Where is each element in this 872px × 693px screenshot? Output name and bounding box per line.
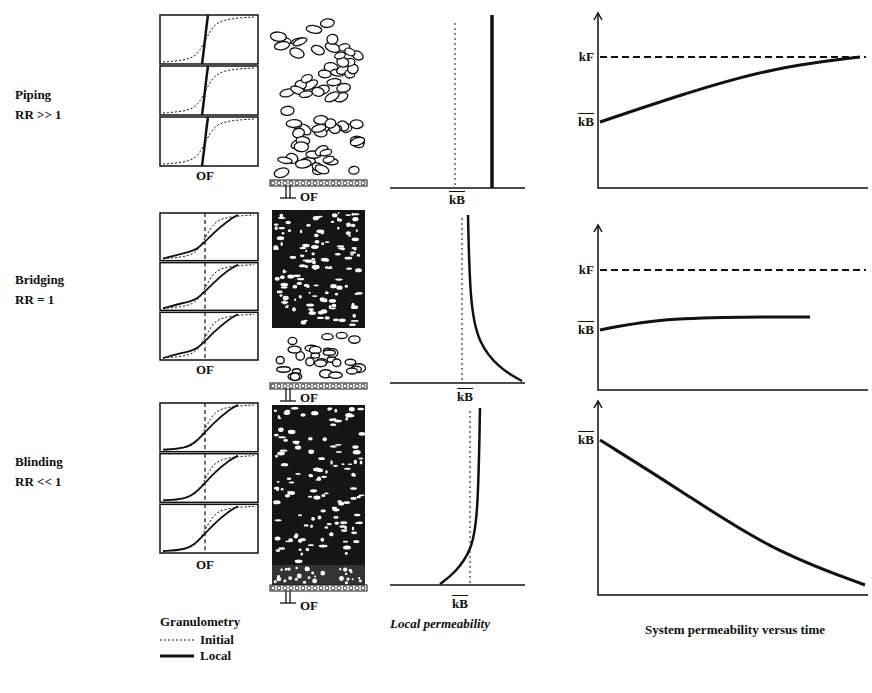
of-line — [204, 213, 205, 261]
legend-text: Initial — [200, 633, 234, 648]
label: System permeability versus time — [640, 623, 830, 638]
row-figure — [160, 13, 868, 198]
local-curve — [202, 15, 208, 64]
initial-curve — [163, 68, 254, 113]
local-curve — [202, 117, 208, 166]
label: kB — [578, 115, 594, 130]
label: OF — [196, 363, 214, 378]
local-curve — [163, 405, 238, 450]
flow-arrow — [280, 400, 296, 401]
of-line — [204, 454, 205, 503]
label: Granulometry — [160, 615, 240, 630]
legend-sample — [160, 639, 194, 640]
granulometry-box — [160, 454, 258, 503]
label: kF — [579, 263, 594, 278]
label: RR << 1 — [15, 475, 62, 490]
local-permeability-curve — [490, 15, 494, 188]
of-line — [204, 403, 205, 452]
initial-curve — [163, 405, 254, 450]
label: RR >> 1 — [15, 108, 62, 123]
granulometry-box — [160, 117, 258, 166]
label: kB — [578, 323, 594, 338]
flow-arrow — [289, 186, 290, 198]
flow-arrow — [280, 197, 296, 198]
label: kB — [578, 433, 594, 448]
of-line — [204, 263, 205, 311]
label: kB — [449, 193, 465, 208]
label: kB — [457, 390, 473, 405]
label: OF — [300, 391, 318, 406]
initial-curve — [163, 17, 254, 62]
axis-arrow — [594, 13, 602, 20]
axis-arrow — [594, 401, 602, 408]
flow-arrow — [280, 602, 296, 603]
axis — [598, 225, 868, 390]
kf-line — [600, 269, 866, 271]
initial-curve — [163, 314, 254, 358]
row-figure — [160, 401, 868, 603]
label: RR = 1 — [15, 293, 54, 308]
label: OF — [300, 190, 318, 205]
legend-sample — [160, 655, 194, 658]
initial-curve — [163, 265, 254, 309]
local-curve — [163, 506, 238, 551]
local-curve — [163, 314, 238, 358]
axis — [390, 382, 525, 384]
axis — [390, 187, 525, 189]
axis — [598, 401, 868, 595]
label: OF — [196, 169, 214, 184]
granulometry-box — [160, 403, 258, 452]
granulometry-box — [160, 504, 258, 553]
soil-column — [270, 210, 367, 389]
initial-curve — [163, 456, 254, 501]
initial-curve — [163, 119, 254, 164]
local-curve — [163, 456, 238, 501]
flow-arrow — [285, 591, 286, 603]
label: Local permeability — [390, 617, 490, 632]
granulometry-box — [160, 66, 258, 115]
label: OF — [300, 599, 318, 614]
soil-column — [270, 405, 367, 591]
label: kF — [579, 50, 594, 65]
of-line — [204, 312, 205, 360]
granulometry-box — [160, 15, 258, 64]
granulometry-box — [160, 263, 258, 311]
system-curve — [600, 440, 865, 585]
granulometry-box — [160, 312, 258, 360]
label: Piping — [15, 88, 51, 103]
of-line — [204, 504, 205, 553]
local-permeability-curve — [468, 215, 522, 381]
mean-line — [462, 218, 463, 383]
local-curve — [163, 265, 238, 309]
kf-line — [600, 56, 866, 58]
local-permeability-curve — [440, 408, 480, 584]
label: OF — [196, 558, 214, 573]
local-curve — [163, 215, 238, 259]
flow-arrow — [289, 389, 290, 401]
label: kB — [452, 597, 468, 612]
axis — [598, 13, 868, 188]
granulometry-box — [160, 213, 258, 261]
label: Blinding — [15, 455, 63, 470]
initial-curve — [163, 506, 254, 551]
mean-line — [455, 23, 456, 188]
axis-arrow — [594, 225, 602, 232]
local-curve — [202, 66, 208, 115]
initial-curve — [163, 215, 254, 259]
legend-text: Local — [200, 649, 231, 664]
axis — [390, 584, 525, 586]
system-curve — [600, 57, 860, 122]
flow-arrow — [289, 591, 290, 603]
flow-arrow — [285, 186, 286, 198]
flow-arrow — [285, 389, 286, 401]
soil-column — [270, 18, 367, 186]
system-curve — [600, 317, 810, 330]
mean-line — [470, 411, 471, 585]
row-figure — [160, 210, 868, 401]
label: Bridging — [15, 273, 64, 288]
